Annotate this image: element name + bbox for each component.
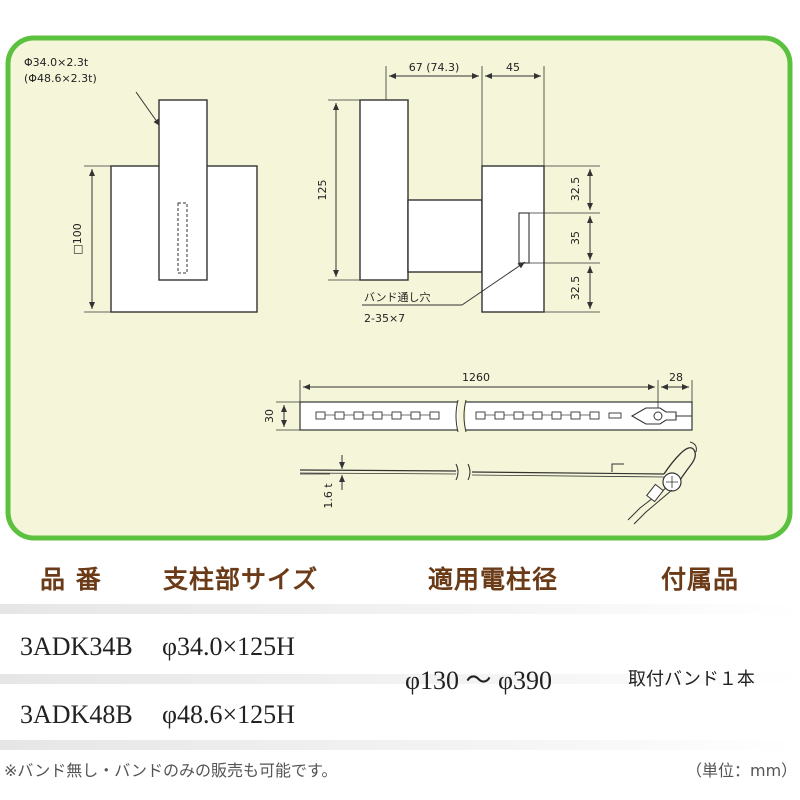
- band-top-view: 1260 28 30: [263, 371, 693, 433]
- front-view: Φ34.0×2.3t (Φ48.6×2.3t) □100: [24, 56, 258, 313]
- band-hole-spec: 2-35×7: [364, 312, 405, 325]
- band-hole-label: バンド通し穴: [364, 290, 431, 304]
- header-accessory: 付属品: [661, 565, 740, 594]
- band-width-label: 30: [263, 409, 276, 423]
- technical-drawing-panel: Φ34.0×2.3t (Φ48.6×2.3t) □100 125 67 (74.…: [5, 35, 793, 541]
- pole-range: φ130 ～ φ390: [405, 666, 553, 695]
- header-pole-diameter: 適用電柱径: [428, 565, 559, 594]
- plate-width-label: □100: [71, 223, 84, 254]
- row-divider: [0, 604, 800, 614]
- band-slot-hidden: [177, 202, 188, 274]
- row-divider: [0, 740, 800, 750]
- bracket-plate: [481, 165, 545, 313]
- band-end-label: 28: [669, 371, 683, 384]
- pipe-size-label-2: (Φ48.6×2.3t): [24, 72, 97, 85]
- pipe-size-label-1: Φ34.0×2.3t: [24, 56, 89, 69]
- hole-top-label: 32.5: [569, 177, 582, 202]
- hole-bottom-label: 32.5: [569, 276, 582, 301]
- pipe-front: [158, 99, 208, 281]
- band-slots: [315, 411, 622, 420]
- connector-arm: [407, 199, 483, 273]
- footer-note: ※バンド無し・バンドのみの販売も可能です。: [4, 761, 338, 780]
- row-divider: [0, 674, 800, 684]
- height-label: 125: [316, 180, 329, 201]
- unit-label: （単位：mm）: [686, 761, 798, 780]
- band-thickness-label: 1.6 t: [322, 483, 335, 509]
- row-1-size: φ34.0×125H: [162, 632, 295, 661]
- bracket-width-label: 45: [506, 61, 520, 74]
- band-slot: [518, 212, 530, 264]
- band-hole-leader: [461, 261, 526, 306]
- offset-label: 67 (74.3): [409, 61, 460, 74]
- band-hook: [663, 447, 696, 481]
- pipe-leader-line: [135, 91, 161, 127]
- row-2-size: φ48.6×125H: [162, 700, 295, 729]
- row-1-model: 3ADK34B: [20, 632, 133, 661]
- band-side-view: 1.6 t: [299, 441, 697, 525]
- header-model: 品 番: [40, 565, 102, 594]
- band-strip: [299, 401, 693, 431]
- technical-drawing: Φ34.0×2.3t (Φ48.6×2.3t) □100 125 67 (74.…: [5, 35, 793, 541]
- accessory-value: 取付バンド１本: [628, 669, 755, 690]
- pipe-side: [359, 99, 409, 281]
- side-view: 125 67 (74.3) 45 32.5 35 32.5 バンド通し穴 2-3…: [316, 61, 600, 325]
- band-length-label: 1260: [462, 371, 490, 384]
- header-pipe-size: 支柱部サイズ: [163, 565, 319, 594]
- row-2-model: 3ADK48B: [20, 700, 133, 729]
- hole-mid-label: 35: [569, 231, 582, 245]
- band-tab: [611, 463, 624, 472]
